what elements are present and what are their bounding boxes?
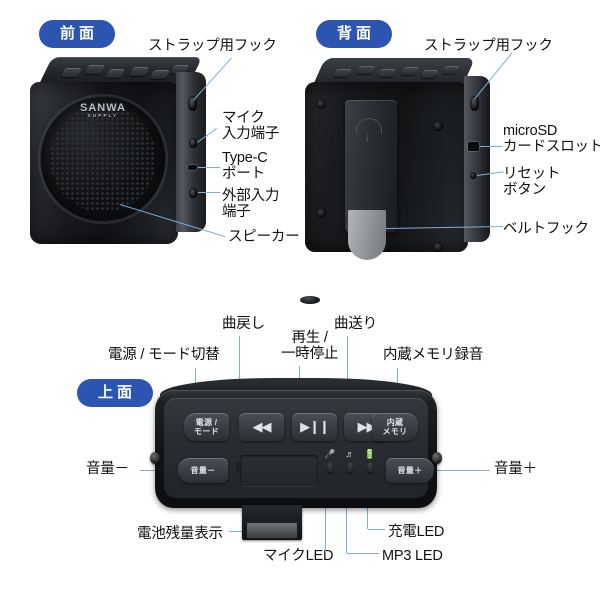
top-button-3 <box>105 69 126 78</box>
button-play-pause[interactable]: ▶❙❙ <box>292 413 337 441</box>
fast-forward-icon: ▶▶ <box>357 418 377 434</box>
leader-line-aux <box>198 192 220 194</box>
button-volume-down[interactable]: 音量－ <box>178 458 228 483</box>
top-button-1 <box>60 68 82 77</box>
microphone-connector <box>242 505 302 540</box>
label-reset: リセット ボタン <box>503 166 561 199</box>
label-play-pause: 再生 / 一時停止 <box>281 330 339 363</box>
battery-level-window <box>240 455 318 486</box>
screw-bottom-right <box>433 242 443 252</box>
label-mem-rec: 内蔵メモリ録音 <box>383 347 484 363</box>
button-prev-track[interactable]: ◀◀ <box>239 413 284 441</box>
badge-back: 背面 <box>317 21 392 48</box>
play-pause-icon: ▶❙❙ <box>300 418 330 434</box>
leader-line-charge-led-h <box>368 529 385 531</box>
left-side-knob <box>150 452 160 464</box>
label-mic-jack: マイク 入力端子 <box>222 110 280 143</box>
label-strap-hook-back: ストラップ用フック <box>424 38 553 54</box>
leader-line-microsd <box>480 146 502 148</box>
microsd-card-slot <box>468 142 479 151</box>
label-prev-track: 曲戻し <box>222 316 265 332</box>
label-aux-in: 外部入力 端子 <box>222 188 280 221</box>
top-button-2 <box>84 65 106 74</box>
back-top-button-6 <box>442 66 460 74</box>
button-volume-up[interactable]: 音量＋ <box>386 458 434 483</box>
mic-input-jack <box>189 138 197 148</box>
belt-clip-pad <box>348 210 386 260</box>
screw-bottom-left <box>316 208 326 218</box>
label-charge-led: 充電LED <box>388 524 445 540</box>
label-microsd: microSD カードスロット <box>503 123 600 156</box>
brand-logo-line1: SANWA <box>80 102 126 114</box>
leader-line-type-c <box>198 167 220 169</box>
led-charge <box>367 462 373 474</box>
label-vol-up: 音量＋ <box>494 461 537 477</box>
button-internal-memory[interactable]: 内蔵 メモリ <box>372 413 418 441</box>
label-battery-indicator: 電池残量表示 <box>137 526 223 542</box>
label-belt-hook: ベルトフック <box>503 221 589 237</box>
label-strap-hook-front: ストラップ用フック <box>148 38 277 54</box>
label-mp3-led: MP3 LED <box>382 548 443 564</box>
back-top-button-5 <box>420 70 439 78</box>
strap-hook-hole <box>188 96 197 111</box>
label-next-track: 曲送り <box>334 316 377 332</box>
top-button-4 <box>129 67 150 76</box>
leader-line-mp3-led-h <box>347 553 379 555</box>
led-mic <box>327 462 333 474</box>
right-side-knob <box>432 452 442 464</box>
top-button-5 <box>149 70 170 79</box>
back-top-button-2 <box>356 66 376 74</box>
back-top-button-4 <box>400 67 420 75</box>
microphone-led-icon: 🎤 <box>324 449 336 459</box>
battery-led-icon: 🔋 <box>364 449 376 459</box>
back-top-button-3 <box>377 69 397 77</box>
label-vol-down: 音量－ <box>86 461 129 477</box>
top-view-partial-knob <box>300 296 320 304</box>
label-type-c: Type-C ポート <box>222 150 268 183</box>
brand-logo-line2: SUPPLY <box>87 113 119 118</box>
back-strap-hook-hole <box>470 96 479 111</box>
label-mic-led: マイクLED <box>263 548 334 564</box>
back-top-button-1 <box>332 69 353 77</box>
brand-logo: SANWA SUPPLY <box>69 103 137 119</box>
leader-line-vol-up <box>424 470 490 472</box>
button-power-mode[interactable]: 電源 / モード <box>184 413 229 441</box>
badge-front: 前面 <box>40 21 115 48</box>
badge-top: 上面 <box>78 380 153 407</box>
aux-input-jack <box>189 188 197 198</box>
screw-top-right <box>433 121 443 131</box>
label-power-mode: 電源 / モード切替 <box>108 347 220 363</box>
belt-clip-arrow-icon: ↓ <box>364 129 371 144</box>
type-c-port <box>188 165 197 170</box>
screw-top-left <box>316 99 326 109</box>
reset-button-hole <box>470 172 476 179</box>
rewind-icon: ◀◀ <box>252 418 272 434</box>
music-note-led-icon: ♬ <box>345 449 355 459</box>
battery-window-notch <box>236 462 242 472</box>
speaker-grill <box>40 96 166 222</box>
led-mp3 <box>347 462 353 474</box>
label-speaker: スピーカー <box>228 229 300 245</box>
